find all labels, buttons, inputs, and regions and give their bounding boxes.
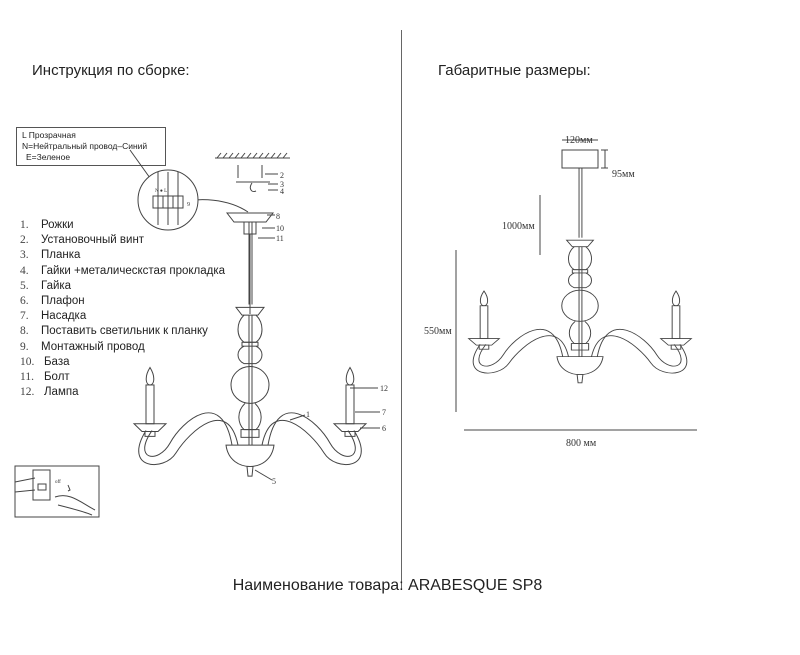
power-switch-illustration bbox=[14, 465, 100, 518]
callout-6: 6 bbox=[382, 424, 386, 433]
terminal-block-magnifier bbox=[129, 149, 199, 231]
callout-2: 2 bbox=[280, 171, 284, 180]
legend-item: 12.Лампа bbox=[20, 386, 79, 399]
wiring-line: E=Зеленое bbox=[26, 152, 71, 162]
legend-item: 1.Рожки bbox=[20, 219, 74, 231]
callout-10: 10 bbox=[276, 224, 284, 233]
divider bbox=[401, 30, 402, 590]
callout-5: 5 bbox=[272, 477, 276, 486]
callout-1: 1 bbox=[306, 410, 310, 419]
legend-item: 3.Планка bbox=[20, 249, 81, 262]
dim-canopy-height: 95мм bbox=[612, 169, 635, 180]
legend-item: 10.База bbox=[20, 355, 70, 368]
assembly-heading: Инструкция по сборке: bbox=[32, 62, 190, 79]
product-name: Наименование товара: ARABESQUE SP8 bbox=[232, 577, 543, 594]
legend-item: 7.Насадка bbox=[20, 310, 87, 323]
legend-item: 4.Гайки +металическстая прокладка bbox=[20, 264, 226, 277]
legend-item: 6.Плафон bbox=[20, 295, 85, 308]
legend-item: 5.Гайка bbox=[20, 279, 72, 292]
callout-4: 4 bbox=[280, 187, 284, 196]
parts-legend: 1.Рожки 2.Установочный винт 3.Планка 4.Г… bbox=[20, 218, 225, 400]
callout-3: 3 bbox=[280, 180, 284, 189]
ceiling-mount bbox=[169, 152, 290, 314]
legend-item: 2.Установочный винт bbox=[20, 234, 145, 247]
callout-7: 7 bbox=[382, 408, 386, 417]
callout-lines bbox=[254, 173, 380, 481]
callout-11: 11 bbox=[276, 234, 284, 243]
callout-8: 8 bbox=[276, 212, 280, 221]
dim-chain: 1000мм bbox=[502, 221, 535, 232]
terminal-labels: N ● L bbox=[155, 189, 167, 194]
dim-canopy-width: 120мм bbox=[565, 135, 593, 146]
dim-width: 800 мм bbox=[566, 438, 597, 449]
callout-9: 9 bbox=[187, 202, 190, 208]
wiring-line: L Прозрачная bbox=[22, 130, 76, 140]
callout-12: 12 bbox=[380, 384, 388, 393]
legend-item: 9.Монтажный провод bbox=[20, 340, 145, 353]
wiring-line: N=Нейтральный провод–Синий bbox=[22, 141, 148, 151]
legend-item: 11.Болт bbox=[20, 371, 70, 384]
dimension-drawing bbox=[455, 139, 697, 431]
switch-off-label: off bbox=[55, 480, 61, 485]
wiring-note: L Прозрачная N=Нейтральный провод–Синий … bbox=[16, 127, 166, 166]
chandelier-dimensions bbox=[468, 167, 692, 384]
dim-height: 550мм bbox=[424, 326, 452, 337]
dimensions-heading: Габаритные размеры: bbox=[438, 62, 591, 79]
legend-item: 8.Поставить светильник к планку bbox=[20, 325, 208, 338]
